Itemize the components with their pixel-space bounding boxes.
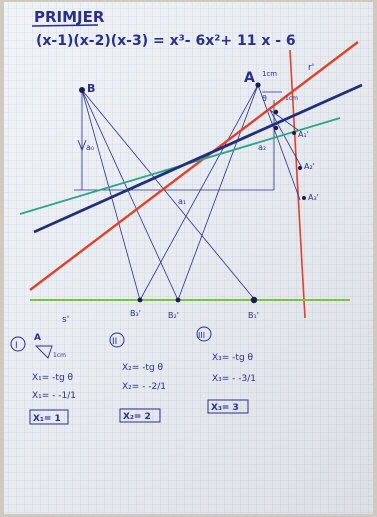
label-a2: a₂ [258, 143, 266, 152]
label-a1-prime: A₁' [298, 130, 309, 139]
label-b: B [87, 82, 95, 95]
label-theta-a: θ [262, 94, 267, 103]
solution-2-roman: II [112, 337, 117, 347]
solution-2-line1: X₂= -tg θ [122, 363, 164, 373]
solution-2-result: X₂= 2 [123, 412, 151, 422]
title-text: PRIMJER [34, 8, 105, 26]
label-1cm-a: 1cm [262, 70, 277, 78]
title-underline [31, 24, 99, 27]
solution-1-roman: I [15, 341, 18, 351]
navy-line [33, 83, 363, 234]
red-line [29, 41, 359, 291]
solutions: I A 1cm X₁= -tg θ X₁= - -1/1 X₁= 1 II X₂… [10, 326, 256, 425]
label-r-prime: r' [308, 63, 314, 73]
label-a3-prime: A₃' [308, 193, 319, 202]
label-b1-prime: B₁' [248, 311, 259, 320]
point-markers [79, 82, 306, 304]
label-a2-prime: A₂' [304, 162, 315, 171]
label-b3-prime: B₃' [130, 309, 141, 318]
solution-3-roman: III [198, 331, 205, 340]
label-s-prime: s' [62, 315, 69, 325]
solution-3-result: X₃= 3 [211, 403, 239, 413]
solution-1-line1: X₁= -tg θ [32, 373, 74, 383]
label-1cm-small: 1cm [285, 95, 298, 102]
solution-1-a: A [34, 333, 41, 343]
solution-1-result: X₁= 1 [33, 414, 61, 424]
label-a: A [244, 70, 255, 86]
solution-3-line2: X₃= - -3/1 [212, 374, 256, 384]
label-b2-prime: B₂' [168, 311, 179, 320]
red-vertical-line [289, 49, 306, 319]
label-a0: a₀ [86, 143, 94, 152]
solution-1-1cm: 1cm [53, 352, 66, 359]
solution-1-line2: X₁= - -1/1 [32, 391, 76, 401]
equation-text: (x-1)(x-2)(x-3) = x³- 6x²+ 11 x - 6 [36, 33, 296, 49]
label-a1: a₁ [178, 197, 186, 206]
solution-2-line2: X₂= - -2/1 [122, 382, 166, 392]
solution-3-line1: X₃= -tg θ [212, 353, 254, 363]
